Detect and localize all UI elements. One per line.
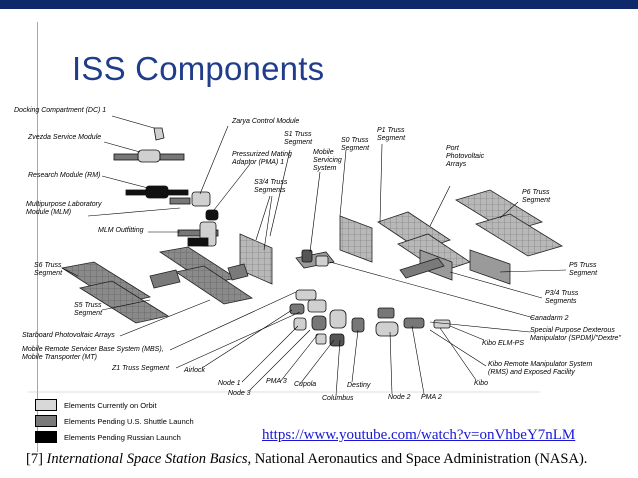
- label-port-arrays: Port Photovoltaic Arrays: [446, 145, 485, 168]
- label-docking-compartment: Docking Compartment (DC) 1: [14, 107, 107, 114]
- label-kibo-elm: Kibo ELM-PS: [482, 340, 525, 347]
- label-mlm-outfitting: MLM Outfitting: [98, 227, 144, 234]
- label-spdm: Special Purpose Dexterous Manipulator (S…: [530, 327, 621, 342]
- label-node2: Node 2: [388, 394, 411, 401]
- label-canadarm2: Canadarm 2: [530, 315, 569, 322]
- label-s5-truss: S5 Truss Segment: [74, 302, 103, 317]
- us-modules: [289, 249, 451, 347]
- citation-prefix: [7]: [26, 451, 47, 467]
- label-cupola: Cupola: [294, 381, 317, 388]
- label-s34-truss: S3/4 Truss Segments: [254, 179, 288, 194]
- legend-swatch-shuttle: [35, 415, 57, 427]
- slide-side-rule: [37, 22, 38, 452]
- label-pma3: PMA 3: [266, 378, 287, 385]
- truss-segments: [149, 215, 511, 289]
- citation: [7] International Space Station Basics, …: [26, 451, 587, 468]
- label-p5-truss: P5 Truss Segment: [569, 262, 598, 277]
- label-node1: Node 1: [218, 380, 241, 387]
- label-destiny: Destiny: [347, 382, 371, 389]
- label-zarya: Zarya Control Module: [232, 118, 300, 125]
- label-kibo-rms: Kibo Remote Manipulator System (RMS) and…: [488, 361, 593, 376]
- russian-modules: [113, 127, 219, 247]
- label-pma1: Pressurized Mating Adaptor (PMA) 1: [232, 151, 292, 166]
- label-mbs: Mobile Remote Servicer Base System (MBS)…: [22, 346, 164, 361]
- label-z1-truss: Z1 Truss Segment: [112, 365, 170, 372]
- citation-title: International Space Station Basics: [46, 451, 248, 467]
- port-solar-arrays: [377, 189, 563, 273]
- starboard-solar-arrays: [60, 246, 254, 324]
- legend-swatch-russian: [35, 431, 57, 443]
- slide-title: ISS Components: [72, 50, 325, 87]
- video-link[interactable]: https://www.youtube.com/watch?v=onVhbeY7…: [262, 427, 576, 443]
- label-mobile-servicing: Mobile Servicing System: [313, 149, 342, 172]
- slide-top-bar: [0, 0, 638, 9]
- label-p1-truss: P1 Truss Segment: [377, 127, 406, 142]
- label-mlm: Multipurpose Laboratory Module (MLM): [26, 201, 102, 216]
- label-zvezda: Zvezda Service Module: [28, 134, 102, 141]
- label-s6-truss: S6 Truss Segment: [34, 262, 63, 277]
- citation-publisher: , National Aeronautics and Space Adminis…: [247, 451, 588, 467]
- label-s0-truss: S0 Truss Segment: [341, 137, 370, 152]
- legend-label-shuttle: Elements Pending U.S. Shuttle Launch: [64, 417, 194, 426]
- label-s1-truss: S1 Truss Segment: [284, 131, 313, 146]
- label-starboard-arrays: Starboard Photovoltaic Arrays: [22, 332, 115, 339]
- label-research-module: Research Module (RM): [28, 172, 101, 179]
- legend-label-russian: Elements Pending Russian Launch: [64, 433, 181, 442]
- label-p34-truss: P3/4 Truss Segments: [545, 290, 579, 305]
- label-airlock: Airlock: [184, 367, 206, 374]
- label-columbus: Columbus: [322, 395, 354, 402]
- label-pma2: PMA 2: [421, 394, 442, 401]
- legend-swatch-on-orbit: [35, 399, 57, 411]
- legend-label-on-orbit: Elements Currently on Orbit: [64, 401, 157, 410]
- label-p6-truss: P6 Truss Segment: [522, 189, 551, 204]
- label-kibo: Kibo: [474, 380, 489, 387]
- label-node3: Node 3: [228, 390, 251, 397]
- leader-lines: [61, 115, 567, 397]
